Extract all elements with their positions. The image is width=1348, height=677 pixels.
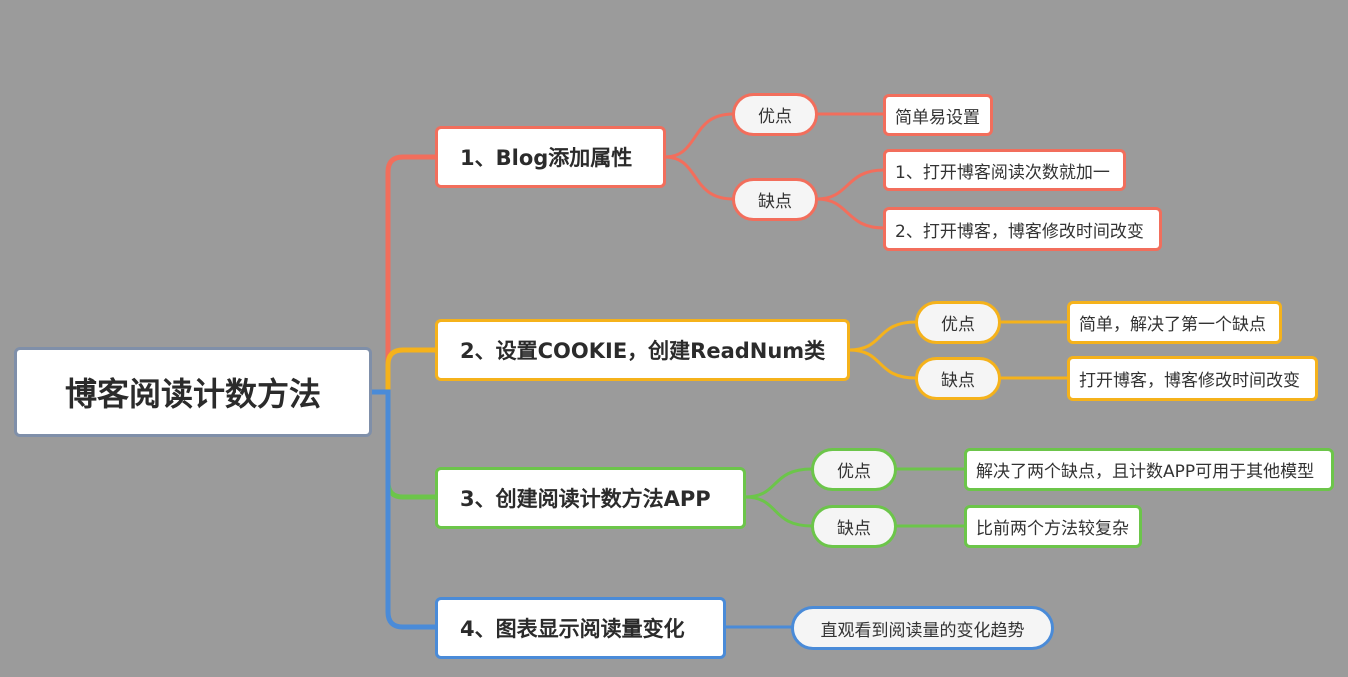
branch-3-pros-item-1-text: 解决了两个缺点，且计数APP可用于其他模型 [976,462,1315,482]
branch-4-topic[interactable]: 4、图表显示阅读量变化 [435,597,726,659]
branch-2-label: 2、设置COOKIE，创建ReadNum类 [460,339,826,363]
link-b1-cons-leaf2 [816,197,885,230]
branch-3-label: 3、创建阅读计数方法APP [460,487,711,511]
branch-2-cons-item-1-text: 打开博客，博客修改时间改变 [1079,371,1300,391]
link-b2-cons [848,348,917,380]
branch-1-pros-label: 优点 [758,107,792,127]
branch-1-pros-item-1[interactable]: 简单易设置 [883,94,993,136]
link-b1-cons-leaf1 [816,168,885,201]
branch-2-cons-tag[interactable]: 缺点 [915,357,1001,400]
branch-1-cons-label: 缺点 [758,192,792,212]
branch-3-topic[interactable]: 3、创建阅读计数方法APP [435,467,746,529]
branch-4-note[interactable]: 直观看到阅读量的变化趋势 [791,606,1054,650]
branch-2-pros-label: 优点 [941,315,975,335]
branch-1-cons-tag[interactable]: 缺点 [732,178,818,221]
branch-1-topic[interactable]: 1、Blog添加属性 [435,126,666,188]
branch-2-topic[interactable]: 2、设置COOKIE，创建ReadNum类 [435,319,850,381]
branch-4-note-text: 直观看到阅读量的变化趋势 [820,620,1025,641]
trunk-yellow [369,347,440,395]
branch-3-pros-label: 优点 [837,462,871,482]
branch-1-pros-item-1-text: 简单易设置 [895,107,980,128]
branch-1-pros-tag[interactable]: 优点 [732,93,818,136]
branch-2-cons-label: 缺点 [941,371,975,391]
branch-3-cons-label: 缺点 [837,519,871,539]
link-b3-cons [744,495,813,528]
link-b1-pros [664,112,734,159]
branch-1-cons-item-1[interactable]: 1、打开博客阅读次数就加一 [883,149,1126,191]
branch-3-pros-item-1[interactable]: 解决了两个缺点，且计数APP可用于其他模型 [964,448,1334,491]
root-topic[interactable]: 博客阅读计数方法 [14,347,372,437]
branch-3-pros-tag[interactable]: 优点 [811,448,897,491]
trunk-blue [369,389,440,630]
branch-3-cons-tag[interactable]: 缺点 [811,505,897,548]
branch-1-cons-item-2-text: 2、打开博客，博客修改时间改变 [895,221,1144,242]
link-b2-pros [848,320,917,352]
branch-2-pros-item-1[interactable]: 简单，解决了第一个缺点 [1067,301,1282,344]
branch-1-cons-item-1-text: 1、打开博客阅读次数就加一 [895,162,1110,183]
link-b1-cons [664,155,734,201]
branch-2-pros-tag[interactable]: 优点 [915,301,1001,344]
branch-3-cons-item-1[interactable]: 比前两个方法较复杂 [964,505,1142,548]
branch-1-label: 1、Blog添加属性 [460,146,633,170]
branch-4-label: 4、图表显示阅读量变化 [460,617,685,641]
branch-2-cons-item-1[interactable]: 打开博客，博客修改时间改变 [1067,356,1318,401]
trunk-green [369,389,440,500]
branch-2-pros-item-1-text: 简单，解决了第一个缺点 [1079,315,1266,335]
link-b3-pros [744,467,813,499]
branch-1-cons-item-2[interactable]: 2、打开博客，博客修改时间改变 [883,207,1162,251]
trunk-red [369,154,440,395]
branch-3-cons-item-1-text: 比前两个方法较复杂 [976,519,1129,539]
root-topic-label: 博客阅读计数方法 [64,375,321,413]
